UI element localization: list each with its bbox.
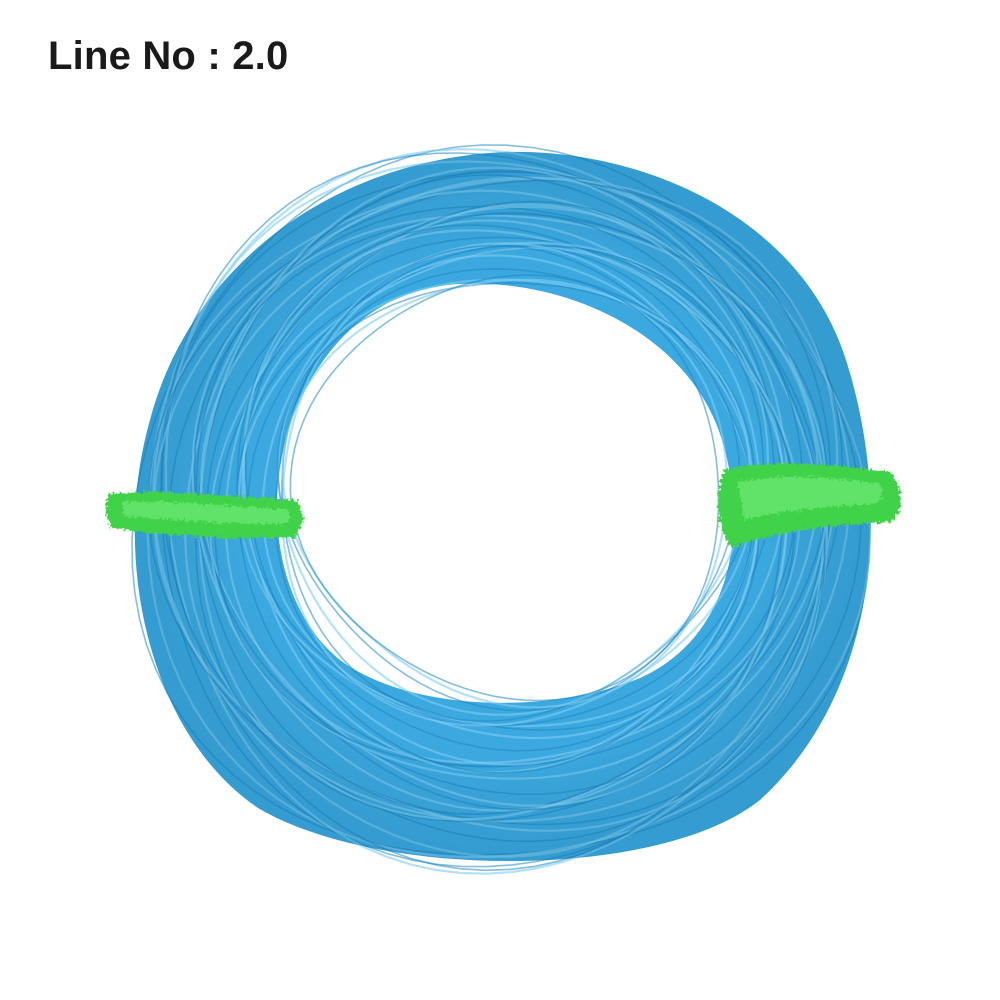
right-tie-wrap [717,463,901,548]
left-tie-wrap [105,491,303,539]
line-number-caption: Line No : 2.0 [48,34,289,78]
